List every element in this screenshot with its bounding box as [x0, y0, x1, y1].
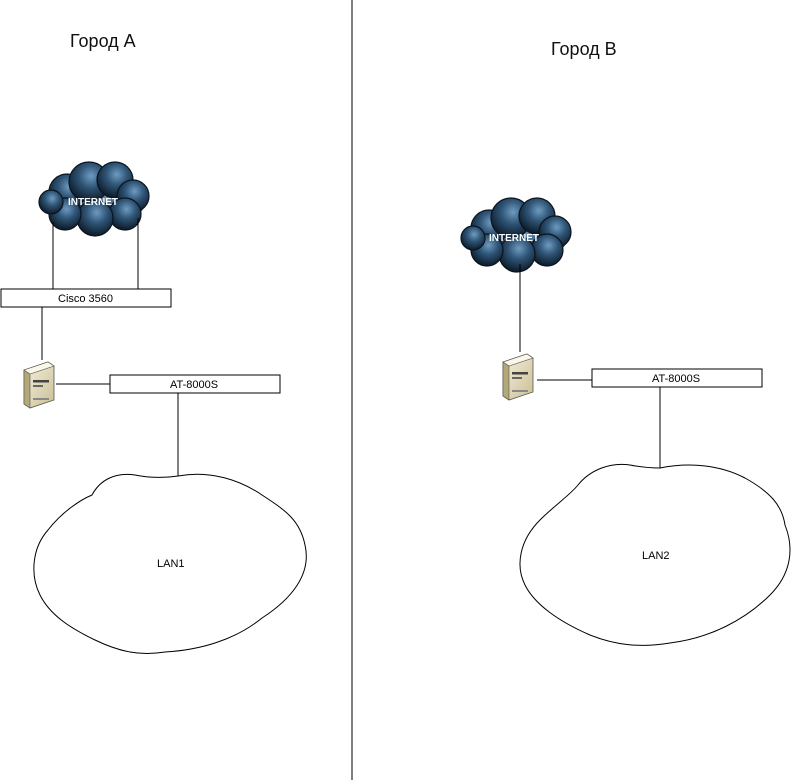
city-a-lan-cloud: LAN1 [33, 473, 307, 654]
city-a-title: Город А [70, 31, 136, 51]
city-a-internet-cloud: INTERNET [38, 161, 150, 237]
city-a-lan-label: LAN1 [157, 558, 185, 570]
city-b-switch: AT-8000S [591, 368, 763, 388]
city-a-internet-label: INTERNET [68, 197, 118, 208]
city-b-switch-label: AT-8000S [652, 373, 700, 385]
city-a-router: Cisco 3560 [0, 288, 172, 308]
city-a-switch-label: AT-8000S [170, 379, 218, 391]
city-b-lan-cloud: LAN2 [519, 463, 791, 646]
city-a-router-label: Cisco 3560 [58, 293, 113, 305]
city-b-lan-label: LAN2 [642, 550, 670, 562]
city-a-switch: AT-8000S [109, 374, 281, 394]
city-b-title: Город В [551, 39, 617, 59]
city-b-internet-label: INTERNET [489, 233, 539, 244]
city-a-server-icon [23, 361, 55, 409]
city-b-server-icon [502, 353, 534, 401]
city-b-internet-cloud: INTERNET [460, 197, 572, 273]
